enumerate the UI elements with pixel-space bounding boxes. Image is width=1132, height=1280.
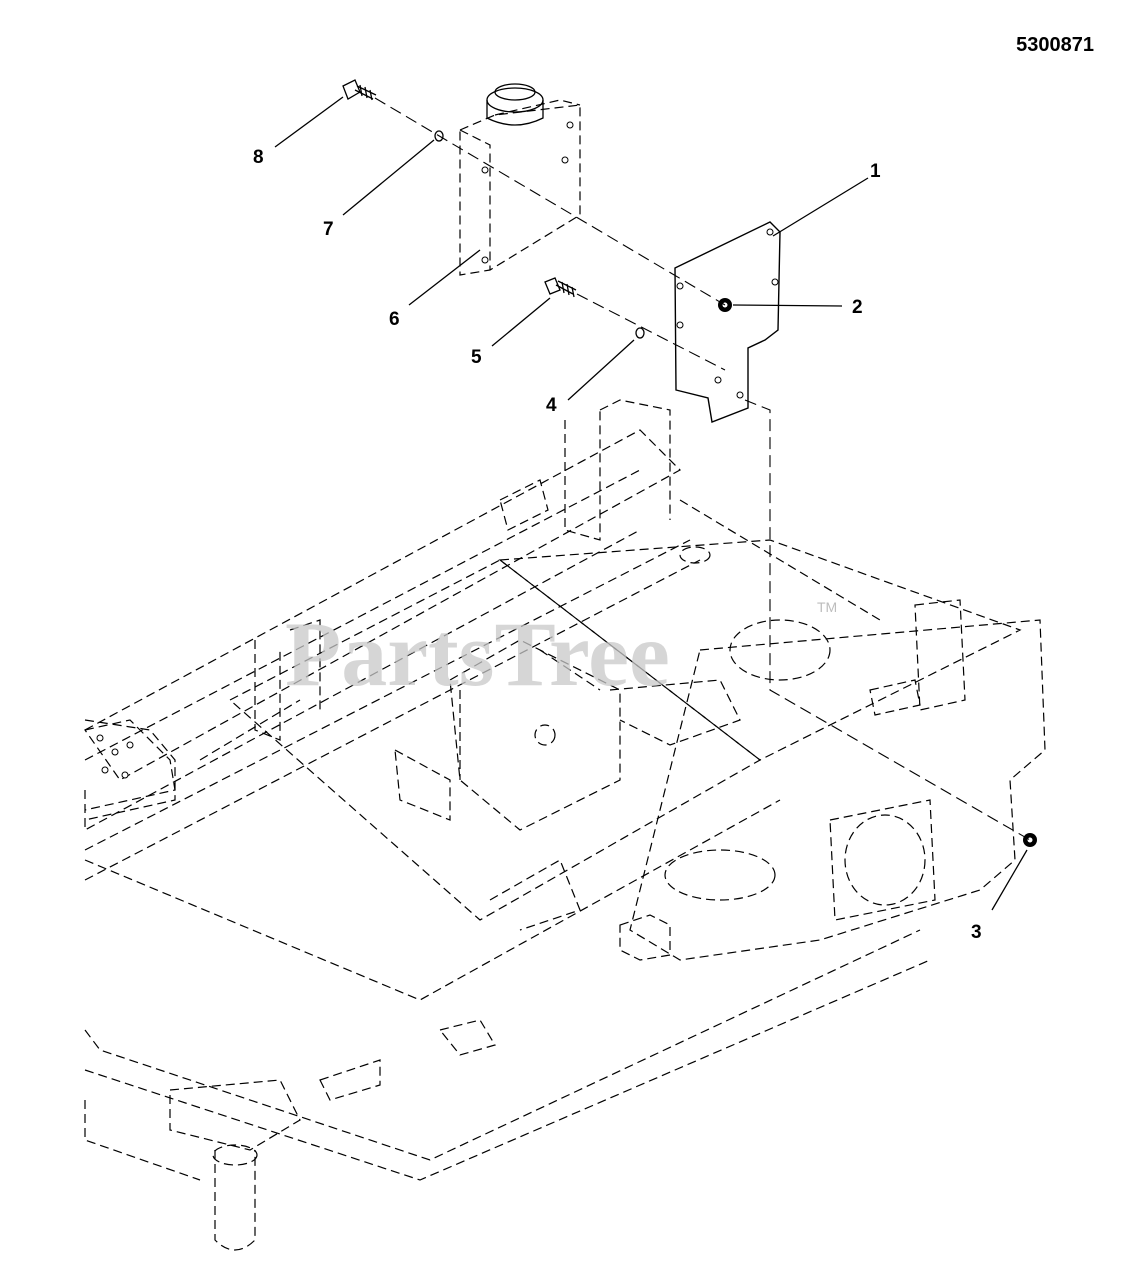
callout-numbers: 1 2 3 4 5 6 7 8: [253, 147, 982, 943]
washer-part-7: [434, 130, 444, 142]
mounting-plate-part-1: [674, 221, 781, 423]
chassis-frame: [84, 399, 1046, 1251]
callout-5: 5: [471, 347, 482, 368]
callout-4: 4: [546, 395, 557, 416]
washer-part-4: [635, 327, 645, 339]
bolt-part-8: [342, 79, 377, 101]
watermark: PartsTree TM: [285, 599, 837, 705]
watermark-trademark: TM: [817, 599, 837, 615]
callout-6: 6: [389, 309, 400, 330]
tank-bracket-part-6: [459, 83, 581, 276]
callout-1: 1: [870, 161, 881, 182]
leader-lines: [274, 96, 1028, 911]
callout-7: 7: [323, 219, 334, 240]
drawing-number: 5300871: [1016, 34, 1094, 56]
callout-2: 2: [852, 297, 863, 318]
watermark-text: PartsTree: [285, 603, 670, 705]
bolt-part-5: [544, 277, 577, 298]
callout-3: 3: [971, 922, 982, 943]
nut-part-3: [1023, 833, 1037, 847]
callout-8: 8: [253, 147, 264, 168]
assembly-centerlines: [374, 97, 1031, 841]
